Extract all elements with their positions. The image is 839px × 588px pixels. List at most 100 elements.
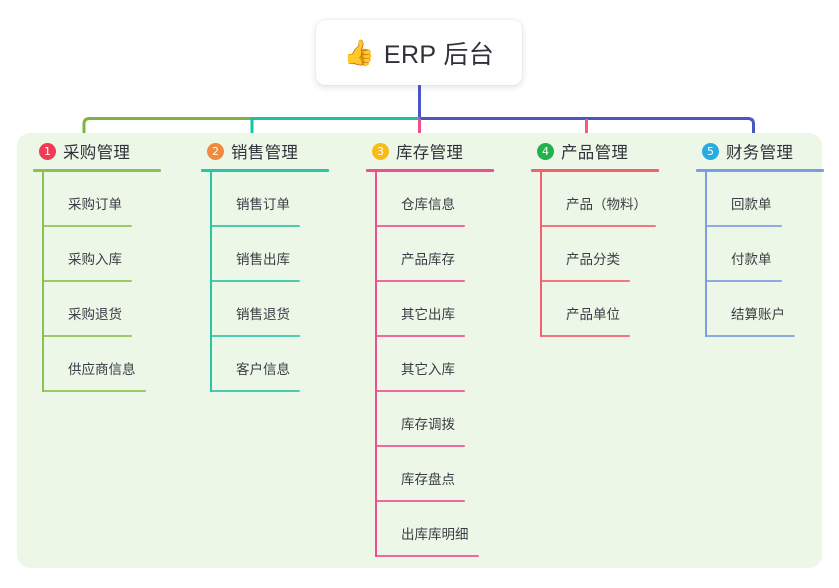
item-rule: [210, 390, 300, 392]
list-item[interactable]: 产品库存: [375, 227, 495, 282]
column-finance: 5 财务管理 回款单 付款单 结算账户: [680, 133, 824, 568]
column-purchase: 1 采购管理 采购订单 采购入库 采购退货 供应商信息: [17, 133, 185, 568]
column-rule-product: [531, 169, 659, 172]
item-rule: [375, 500, 465, 502]
item-rule: [210, 225, 300, 227]
list-item[interactable]: 库存盘点: [375, 447, 495, 502]
column-header-purchase[interactable]: 1 采购管理: [17, 133, 185, 169]
list-item[interactable]: 产品单位: [540, 282, 670, 337]
item-rule: [375, 335, 465, 337]
item-label: 销售订单: [236, 197, 290, 212]
list-item[interactable]: 产品（物料）: [540, 172, 670, 227]
column-header-product[interactable]: 4 产品管理: [515, 133, 680, 169]
item-label: 采购退货: [68, 307, 122, 322]
list-item[interactable]: 销售出库: [210, 227, 330, 282]
item-rule: [375, 225, 465, 227]
column-badge-4: 4: [537, 142, 554, 160]
root-node[interactable]: 👍 ERP 后台: [316, 20, 522, 85]
column-badge-3: 3: [372, 142, 389, 160]
column-container: 1 采购管理 采购订单 采购入库 采购退货 供应商信息: [17, 133, 824, 568]
column-inventory: 3 库存管理 仓库信息 产品库存 其它出库 其它入库: [350, 133, 515, 568]
item-list-finance: 回款单 付款单 结算账户: [705, 172, 815, 337]
item-rule: [210, 280, 300, 282]
item-rule: [375, 445, 465, 447]
item-rule: [540, 335, 630, 337]
item-label: 客户信息: [236, 362, 290, 377]
column-sales: 2 销售管理 销售订单 销售出库 销售退货 客户信息: [185, 133, 350, 568]
item-rule: [705, 280, 782, 282]
list-item[interactable]: 销售退货: [210, 282, 330, 337]
list-item[interactable]: 客户信息: [210, 337, 330, 392]
list-item[interactable]: 销售订单: [210, 172, 330, 227]
item-list-purchase: 采购订单 采购入库 采购退货 供应商信息: [42, 172, 162, 392]
root-title: ERP 后台: [383, 40, 495, 69]
item-list-inventory: 仓库信息 产品库存 其它出库 其它入库 库存调拨: [375, 172, 495, 557]
item-label: 销售退货: [236, 307, 290, 322]
column-header-inventory[interactable]: 3 库存管理: [350, 133, 515, 169]
item-label: 销售出库: [236, 252, 290, 267]
item-rule: [210, 335, 300, 337]
item-rule: [375, 280, 465, 282]
column-title-finance: 财务管理: [726, 144, 794, 162]
item-list-sales: 销售订单 销售出库 销售退货 客户信息: [210, 172, 330, 392]
item-label: 产品分类: [566, 252, 620, 267]
column-title-purchase: 采购管理: [63, 144, 131, 162]
item-rule: [375, 390, 465, 392]
item-rule: [705, 335, 795, 337]
item-label: 其它出库: [401, 307, 455, 322]
item-rule: [375, 555, 479, 557]
item-label: 库存调拨: [401, 417, 455, 432]
item-list-product: 产品（物料） 产品分类 产品单位: [540, 172, 670, 337]
list-item[interactable]: 库存调拨: [375, 392, 495, 447]
column-rule-sales: [201, 169, 329, 172]
column-title-product: 产品管理: [561, 144, 629, 162]
item-label: 付款单: [731, 252, 772, 267]
item-rule: [42, 390, 146, 392]
column-title-sales: 销售管理: [231, 144, 299, 162]
item-label: 回款单: [731, 197, 772, 212]
list-item[interactable]: 供应商信息: [42, 337, 162, 392]
column-spine-purchase: [42, 172, 44, 392]
column-spine-product: [540, 172, 542, 337]
item-rule: [540, 225, 656, 227]
list-item[interactable]: 产品分类: [540, 227, 670, 282]
column-spine-sales: [210, 172, 212, 392]
list-item[interactable]: 采购订单: [42, 172, 162, 227]
item-label: 产品（物料）: [566, 197, 647, 212]
column-badge-5: 5: [702, 142, 719, 160]
column-product: 4 产品管理 产品（物料） 产品分类 产品单位: [515, 133, 680, 568]
item-label: 出库库明细: [401, 527, 469, 542]
item-label: 其它入库: [401, 362, 455, 377]
item-rule: [42, 335, 132, 337]
item-label: 库存盘点: [401, 472, 455, 487]
list-item[interactable]: 出库库明细: [375, 502, 495, 557]
column-rule-inventory: [366, 169, 494, 172]
item-rule: [705, 225, 782, 227]
list-item[interactable]: 付款单: [705, 227, 815, 282]
item-label: 产品库存: [401, 252, 455, 267]
list-item[interactable]: 采购退货: [42, 282, 162, 337]
list-item[interactable]: 其它出库: [375, 282, 495, 337]
item-label: 结算账户: [731, 307, 785, 322]
column-rule-finance: [696, 169, 824, 172]
column-rule-purchase: [33, 169, 161, 172]
item-rule: [42, 225, 132, 227]
item-rule: [540, 280, 630, 282]
list-item[interactable]: 仓库信息: [375, 172, 495, 227]
column-header-sales[interactable]: 2 销售管理: [185, 133, 350, 169]
column-title-inventory: 库存管理: [396, 144, 464, 162]
item-label: 供应商信息: [68, 362, 136, 377]
item-rule: [42, 280, 132, 282]
list-item[interactable]: 结算账户: [705, 282, 815, 337]
column-header-finance[interactable]: 5 财务管理: [680, 133, 822, 169]
item-label: 产品单位: [566, 307, 620, 322]
list-item[interactable]: 采购入库: [42, 227, 162, 282]
item-label: 采购入库: [68, 252, 122, 267]
list-item[interactable]: 其它入库: [375, 337, 495, 392]
column-spine-finance: [705, 172, 707, 337]
item-label: 采购订单: [68, 197, 122, 212]
list-item[interactable]: 回款单: [705, 172, 815, 227]
content-panel: [17, 133, 822, 568]
column-badge-1: 1: [39, 142, 56, 160]
